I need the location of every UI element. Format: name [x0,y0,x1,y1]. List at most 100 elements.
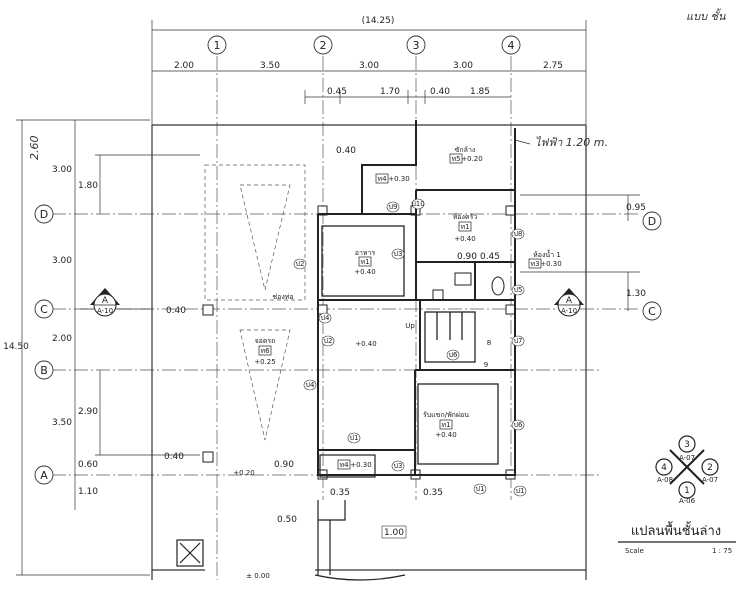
room-bathroom-tag-box [528,258,542,269]
elev-top-num: 3 [684,440,690,450]
room-carport-tag: ท6 [260,347,270,355]
elev-left-num: 4 [661,463,667,473]
room-outlines [321,225,499,465]
scale-label: Scale [625,547,644,555]
dim-090-b: 0.90 [457,252,477,262]
top-span-5: 2.75 [543,61,563,71]
dim-035-a: 0.35 [330,488,350,498]
grid-column-2: 2 [320,39,327,52]
grid-row-d-left: D [40,208,48,221]
left-dim-7: 0.60 [78,460,98,470]
door-tag-16: ป10 [411,200,424,208]
room-kitchen-tag-box [458,221,472,232]
left-dimension-lines [16,119,200,576]
door-tag-9: ป5 [514,286,523,294]
label-stair-level: +0.40 [355,340,376,348]
stair-number-9: 9 [484,361,488,369]
level-t4-b: +0.30 [350,461,371,469]
elev-bottom-num: 1 [684,486,690,496]
label-entry-level: +0.20 [233,469,254,477]
elev-right-sheet: A-07 [702,476,718,484]
door-tag-11: ป4 [306,381,315,389]
dim-100-box [381,525,407,539]
grid-row-a-left: A [40,469,48,482]
section-left-sheet: A-10 [97,307,113,315]
door-tag-12: ป4 [321,314,330,322]
label-ground-level: ± 0.00 [246,572,270,580]
vent-box [176,539,204,567]
room-dining-tag: ท1 [360,258,369,266]
section-left-letter: A [102,296,109,306]
door-tag-5: ป1 [350,434,359,442]
left-dim-5: 3.50 [52,418,72,428]
top-span-4: 3.00 [453,61,473,71]
room-dining-tag-box [358,256,372,267]
section-right-sheet: A-10 [561,307,577,315]
label-up: Up [405,322,415,330]
door-tag-10: ป7 [514,337,523,345]
left-dim-2: 1.80 [78,181,98,191]
handwritten-corner-note: แบบ ชั้น [686,8,726,23]
plan-title: แปลนพื้นชั้นล่าง [631,521,721,539]
stair-number-8: 8 [487,339,491,347]
door-tag-3: ป3 [394,462,403,470]
room-dining-name: อาหาร [355,249,376,257]
dim-040-b: 0.40 [166,306,186,316]
door-tags [293,198,527,497]
top-span-2: 3.50 [260,61,280,71]
door-tag-13: ป6 [514,421,523,429]
room-kitchen-level: +0.40 [454,235,475,243]
entrance-steps [314,454,406,581]
room-dining-level: +0.40 [354,268,375,276]
overall-height-dim: 14.50 [3,342,29,352]
room-carport-name: จอดรถ [255,337,276,345]
right-dim-2: 1.30 [626,289,646,299]
section-marker-left [80,288,150,317]
elevation-key [655,435,719,499]
door-tag-8: ป6 [449,351,458,359]
room-bathroom-level: +0.30 [540,260,561,268]
room-living-level: +0.40 [435,431,456,439]
handwritten-leader [514,139,531,145]
grid-column-4: 4 [508,39,515,52]
top-sub-dim-3: 0.40 [430,87,450,97]
door-tag-6: ป1 [476,485,485,493]
grid-row-c-left: C [40,303,48,316]
left-dim-8: 1.10 [78,487,98,497]
door-tag-7: ป8 [514,230,523,238]
driveway-arrows [204,164,306,441]
room-kitchen-name: ห้องครัว [453,213,478,221]
section-right-letter: A [566,296,573,306]
room-bathroom-name: ห้องน้ำ 1 [533,248,561,259]
grid-column-3: 3 [413,39,420,52]
elev-right-num: 2 [707,463,713,473]
label-pipe-shaft: ช่องท่อ [272,293,293,301]
dim-040-a: 0.40 [336,146,356,156]
elev-left-sheet: A-08 [657,476,673,484]
tag-t4-a: ท4 [377,175,387,183]
scale-value: 1 : 75 [712,547,732,555]
door-tag-4: ป3 [394,250,403,258]
door-tag-2: ป2 [324,337,333,345]
top-sub-dim-2: 1.70 [380,87,400,97]
dim-050: 0.50 [277,515,297,525]
top-span-3: 3.00 [359,61,379,71]
top-sub-dim-1: 0.45 [327,87,347,97]
dim-100: 1.00 [384,528,404,538]
room-laundry-tag-box [449,153,463,164]
grid-row-c-right: C [648,305,656,318]
tag-t4-box-b [337,459,351,470]
grid-lines [52,56,640,580]
room-laundry-tag: ท5 [451,155,460,163]
dim-040-c: 0.40 [164,452,184,462]
dim-035-b: 0.35 [423,488,443,498]
level-t4-a: +0.30 [388,175,409,183]
elev-top-sheet: A-07 [679,454,695,462]
top-sub-dim-4: 1.85 [470,87,490,97]
left-dim-3: 3.00 [52,256,72,266]
door-tag-15: ป1 [516,487,525,495]
top-span-1: 2.00 [174,61,194,71]
room-carport-tag-box [258,345,272,356]
room-living-tag: ท1 [441,421,450,429]
overall-width-dim: (14.25) [362,16,395,26]
